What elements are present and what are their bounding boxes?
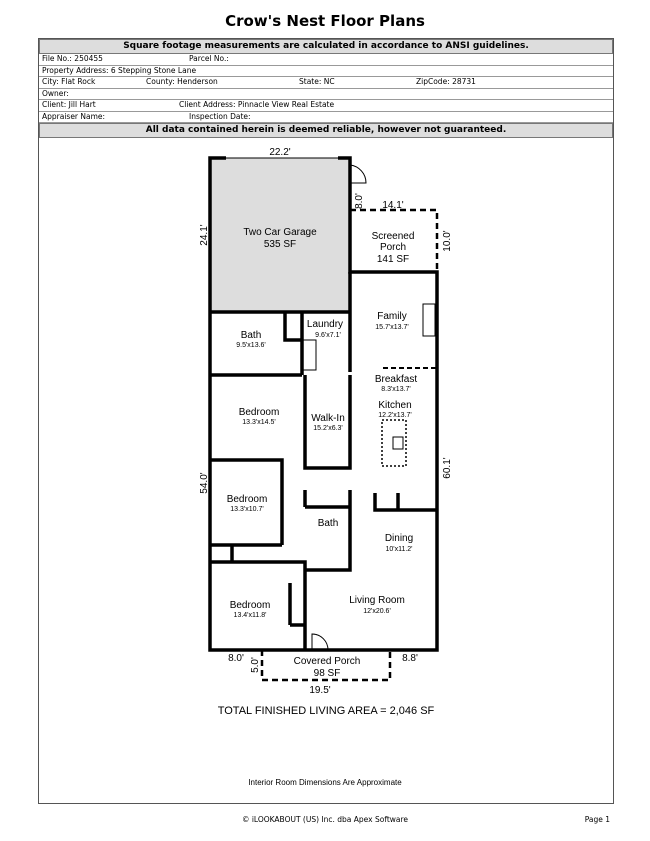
screened-porch-name: Screened xyxy=(372,231,415,242)
dining-name: Dining xyxy=(385,533,413,544)
washer-dryer-icon xyxy=(301,339,317,371)
bedroom2-name: Bedroom xyxy=(227,494,268,505)
dim-left: 54.0' xyxy=(199,472,210,493)
family-name: Family xyxy=(377,311,406,322)
breakfast-size: 8.3'x13.7' xyxy=(381,386,411,393)
bedroom2-size: 13.3'x10.7' xyxy=(230,506,263,513)
bath1-name: Bath xyxy=(241,330,262,341)
dim-right: 60.1' xyxy=(442,457,453,478)
report-frame: Square footage measurements are calculat… xyxy=(38,38,614,804)
county: County: Henderson xyxy=(146,77,218,86)
dim-front-right: 8.8' xyxy=(402,653,418,664)
garage-fill xyxy=(210,158,350,312)
bedroom1-size: 13.3'x14.5' xyxy=(242,419,275,426)
total-living-area: TOTAL FINISHED LIVING AREA = 2,046 SF xyxy=(218,705,435,717)
dim-front-left: 8.0' xyxy=(228,653,244,664)
sink-icon xyxy=(392,436,404,450)
bath1-size: 9.5'x13.6' xyxy=(236,342,266,349)
city: City: Flat Rock xyxy=(42,77,96,86)
property-address: Property Address: 6 Stepping Stone Lane xyxy=(42,65,197,75)
dim-porch-width: 14.1' xyxy=(382,200,403,211)
client-address: Client Address: Pinnacle View Real Estat… xyxy=(179,100,335,109)
laundry-size: 9.6'x7.1' xyxy=(315,332,341,339)
state: State: NC xyxy=(299,77,335,86)
covered-porch-name: Covered Porch xyxy=(294,656,361,667)
client-row: Client: Jill Hart Client Address: Pinnacl… xyxy=(39,100,613,112)
bedroom3-size: 13.4'x11.8' xyxy=(234,612,267,619)
dim-porch-depth: 10.0' xyxy=(442,230,453,251)
garage-name: Two Car Garage xyxy=(243,227,317,238)
garage-side-door xyxy=(349,164,367,184)
breakfast-name: Breakfast xyxy=(375,374,417,385)
living-name: Living Room xyxy=(349,595,405,606)
walkin-name: Walk-In xyxy=(311,413,345,424)
living-size: 12'x20.6' xyxy=(363,608,391,615)
parcel-no: Parcel No.: xyxy=(189,54,229,63)
bedroom1-name: Bedroom xyxy=(239,407,280,418)
page-title: Crow's Nest Floor Plans xyxy=(225,12,425,30)
kitchen-island xyxy=(381,419,407,467)
bedroom3-name: Bedroom xyxy=(230,600,271,611)
dim-garage-side: 24.1' xyxy=(199,224,210,245)
kitchen-size: 12.2'x13.7' xyxy=(378,412,411,419)
ansi-banner: Square footage measurements are calculat… xyxy=(39,39,613,54)
room-labels: Two Car Garage 535 SF Screened Porch 141… xyxy=(227,227,418,679)
appraiser-name: Appraiser Name: xyxy=(42,111,106,121)
client: Client: Jill Hart xyxy=(42,100,96,109)
walkin-size: 15.2'x6.3' xyxy=(313,425,343,432)
covered-porch-size: 98 SF xyxy=(314,668,341,679)
dim-front-porch-width: 19.5' xyxy=(309,685,330,696)
screened-porch-name2: Porch xyxy=(380,242,406,253)
front-door xyxy=(311,633,329,651)
owner: Owner: xyxy=(42,88,69,98)
file-row: File No.: 250455 Parcel No.: xyxy=(39,54,613,66)
dimension-labels: 22.2' 24.1' 8.0' 14.1' 10.0' 54.0' 60.1'… xyxy=(199,147,453,696)
dimensions-note: Interior Room Dimensions Are Approximate xyxy=(248,778,402,787)
covered-porch-outline xyxy=(260,650,392,682)
screened-porch-size: 141 SF xyxy=(377,254,409,265)
family-size: 15.7'x13.7' xyxy=(375,324,408,331)
file-no: File No.: 250455 xyxy=(42,54,103,63)
laundry-name: Laundry xyxy=(307,319,343,330)
dining-size: 10'x11.2' xyxy=(385,546,412,553)
inspection-date: Inspection Date: xyxy=(189,111,251,121)
disclaimer-banner: All data contained herein is deemed reli… xyxy=(39,123,613,138)
dim-door-offset: 8.0' xyxy=(354,193,365,209)
zipcode: ZipCode: 28731 xyxy=(416,77,476,86)
bath2-name: Bath xyxy=(318,518,339,529)
walls xyxy=(208,156,439,652)
owner-row: Owner: xyxy=(39,88,613,100)
copyright: © iLOOKABOUT (US) Inc. dba Apex Software xyxy=(241,815,409,824)
location-row: City: Flat Rock County: Henderson State: N… xyxy=(39,77,613,89)
page-number: Page 1 xyxy=(584,815,610,824)
dim-top: 22.2' xyxy=(269,147,290,158)
dim-front-porch-depth: 5.0' xyxy=(250,657,261,673)
address-row: Property Address: 6 Stepping Stone Lane xyxy=(39,65,613,77)
garage-size: 535 SF xyxy=(264,239,296,250)
kitchen-name: Kitchen xyxy=(378,400,411,411)
appraiser-row: Appraiser Name: Inspection Date: xyxy=(39,111,613,123)
fireplace-icon xyxy=(422,303,436,337)
